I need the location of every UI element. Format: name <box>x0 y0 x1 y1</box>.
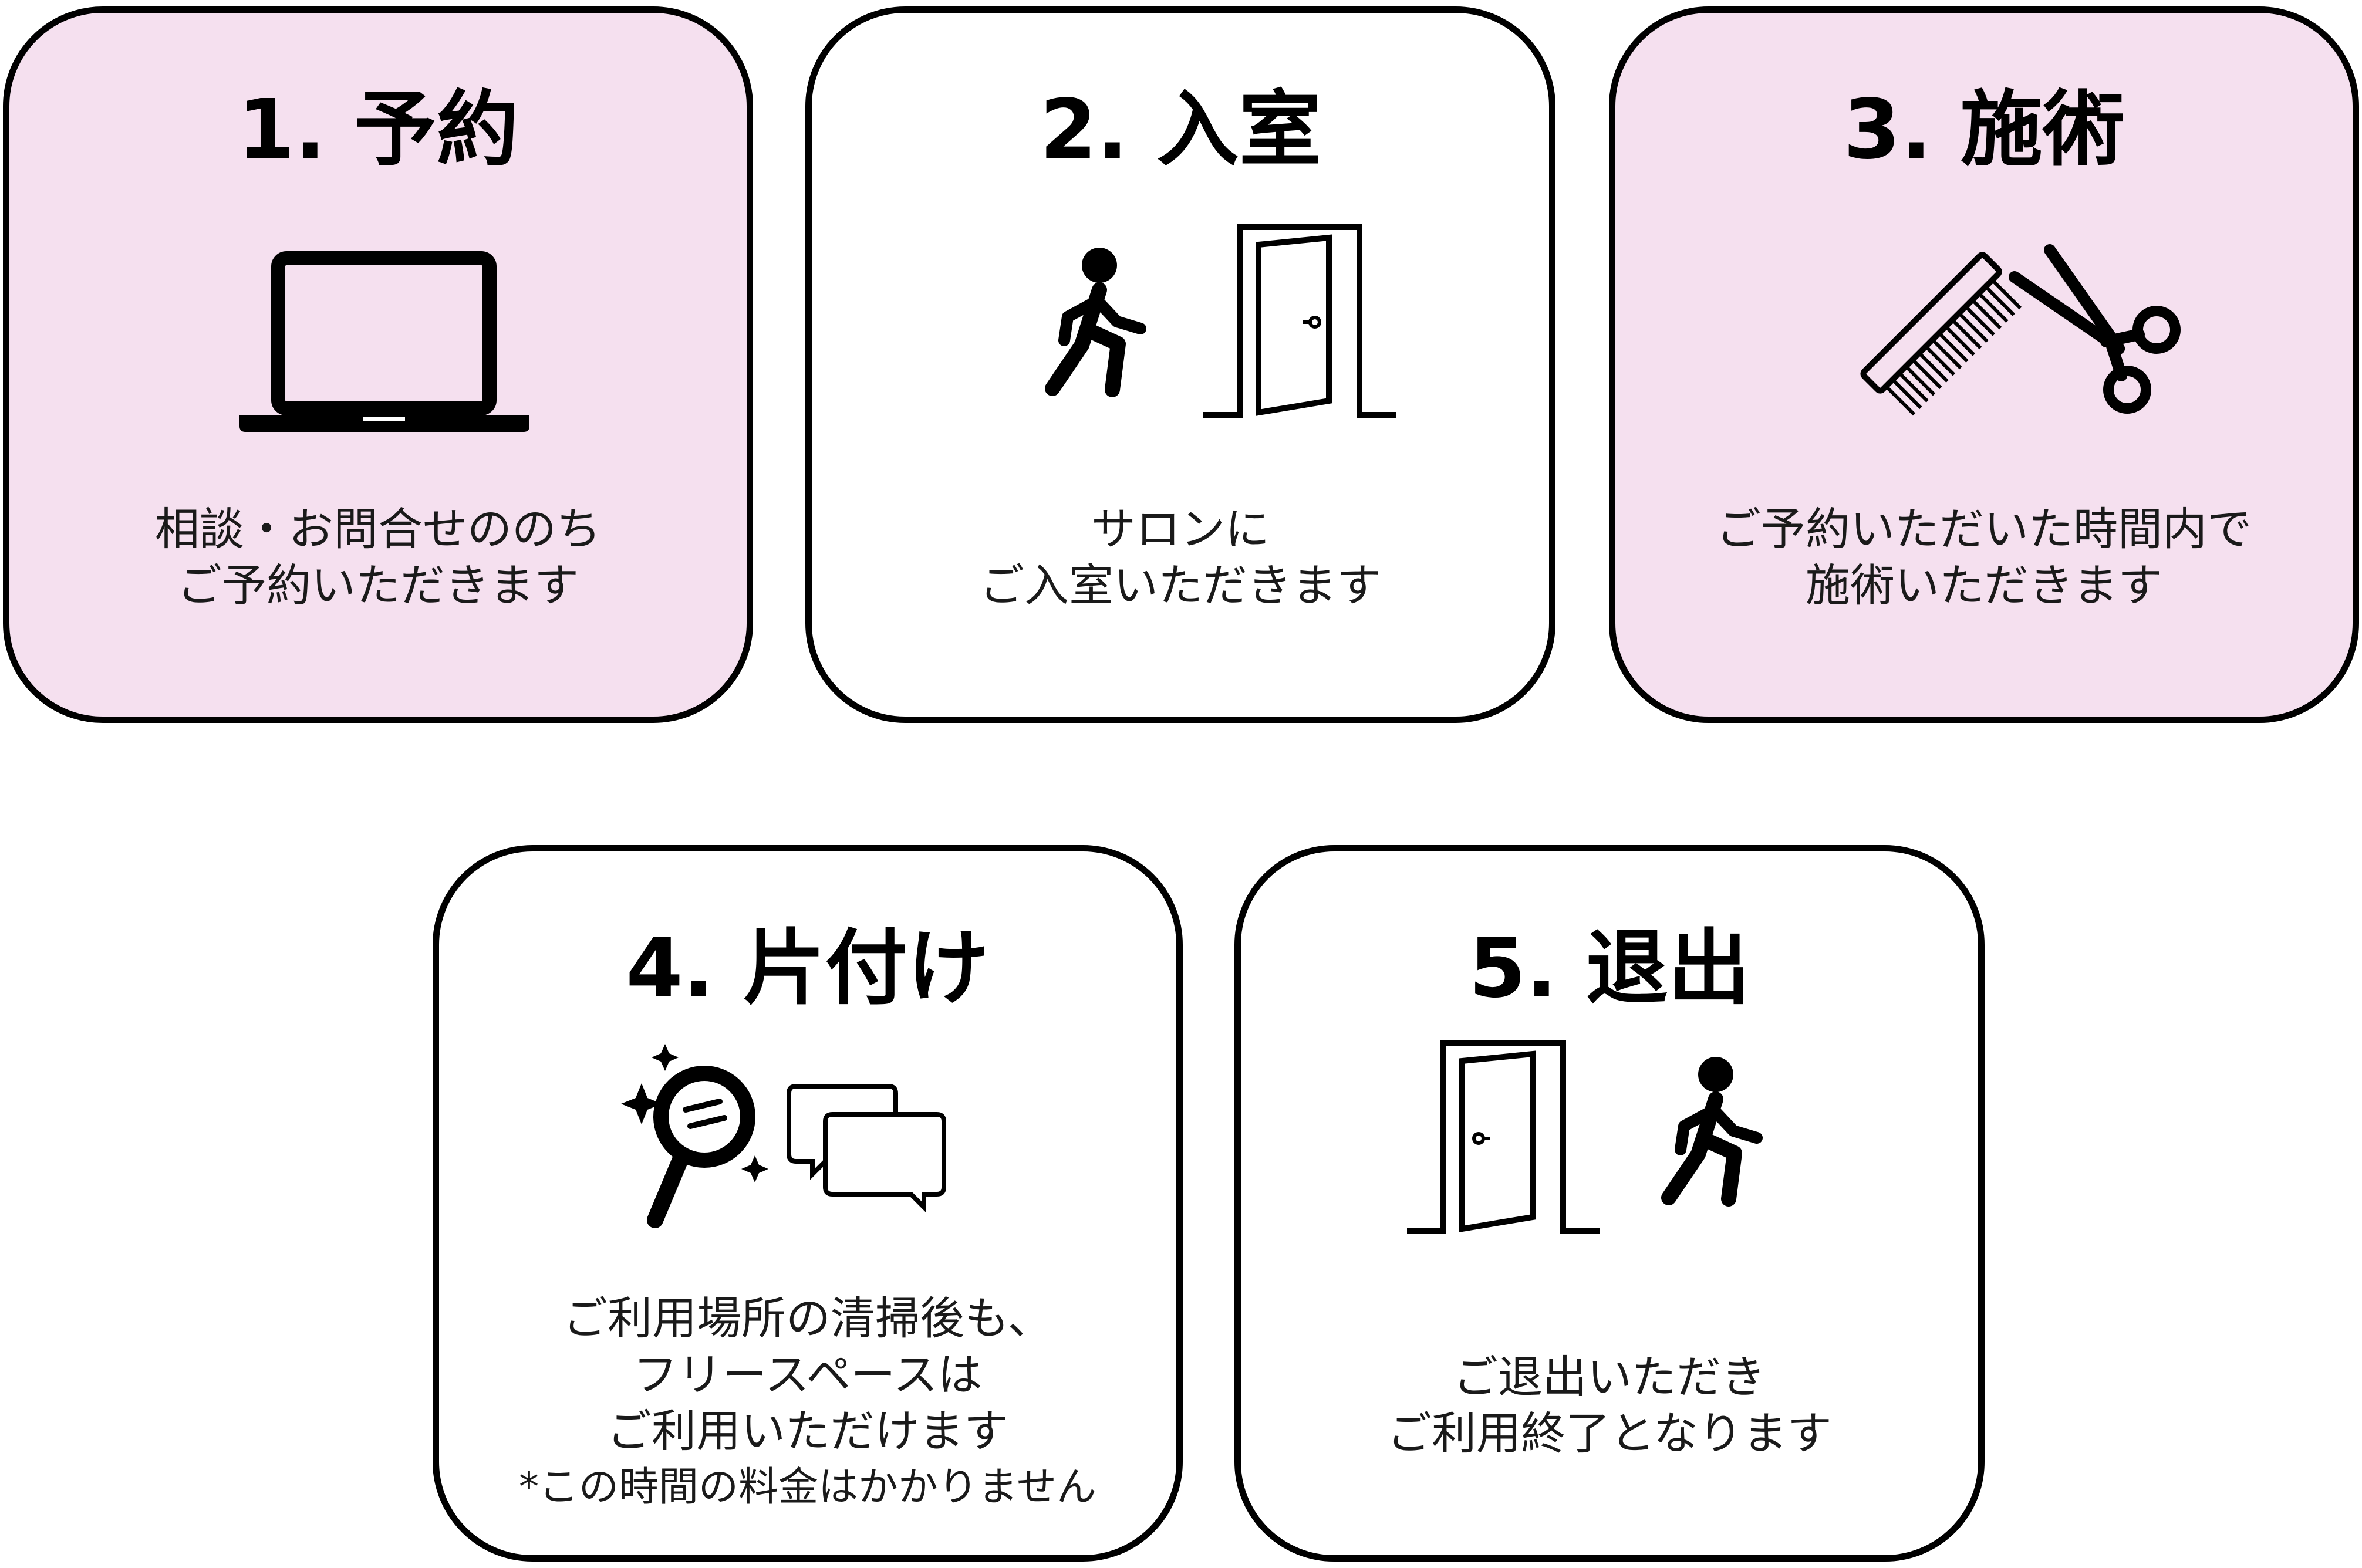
step-card-entry: 2. 入室 サロンに ご入室いただきます <box>805 6 1555 723</box>
description-line: ご退出いただき <box>1453 1351 1766 1403</box>
step-card-treatment: 3. 施術 <box>1609 6 2359 723</box>
step-card-exit: 5. 退出 ご退出いただき ご利用終了となります <box>1234 845 1985 1562</box>
laptop-icon <box>239 251 529 432</box>
description-line: ご利用いただけます <box>607 1405 1008 1457</box>
step-icons <box>621 1044 946 1228</box>
step-title: 4. 片付け <box>626 921 990 1016</box>
step-description: ご予約いただいた時間内で 施術いただきます <box>1615 501 2353 614</box>
step-description: サロンに ご入室いただきます <box>812 501 1549 614</box>
step-card-cleanup: 4. 片付け ご利用場所の清掃後も、 フリースペースは ご利用いただけます *こ… <box>433 845 1183 1562</box>
step-title: 2. 入室 <box>1040 82 1321 178</box>
description-line: フリースペースは <box>633 1349 983 1401</box>
comb-icon <box>1860 252 2022 416</box>
description-line: ご利用場所の清掃後も、 <box>563 1292 1052 1344</box>
open-door-icon <box>1203 224 1396 418</box>
step-icons <box>1860 244 2181 416</box>
description-line: ご予約いただいた時間内で <box>1716 503 2252 555</box>
step-description: ご利用場所の清掃後も、 フリースペースは ご利用いただけます *この時間の料金は… <box>439 1290 1176 1516</box>
step-description: 相談・お問合せののち ご予約いただきます <box>9 501 747 614</box>
description-line: *この時間の料金はかかりません <box>519 1464 1096 1510</box>
walking-person-icon <box>1661 1057 1763 1207</box>
open-door-icon <box>1407 1040 1600 1234</box>
description-line: 相談・お問合せののち <box>155 503 601 555</box>
description-line: ご利用終了となります <box>1387 1407 1832 1459</box>
step-icons <box>1045 224 1396 418</box>
step-title: 5. 退出 <box>1469 921 1750 1016</box>
step-title: 3. 施術 <box>1843 82 2125 178</box>
description-line: ご入室いただきます <box>980 559 1381 611</box>
cleaning-magnifier-icon <box>621 1044 768 1228</box>
step-description: ご退出いただき ご利用終了となります <box>1241 1349 1978 1462</box>
chat-bubbles-icon <box>787 1084 946 1213</box>
walking-person-icon <box>1045 248 1146 397</box>
scissors-icon <box>2009 244 2181 414</box>
step-icons <box>239 251 529 432</box>
description-line: ご予約いただきます <box>177 559 579 611</box>
step-icons <box>1407 1040 1763 1234</box>
description-line: サロンに <box>1091 503 1270 555</box>
step-card-reservation: 1. 予約 相談・お問合せののち ご予約いただきます <box>3 6 753 723</box>
step-title: 1. 予約 <box>237 82 519 178</box>
description-line: 施術いただきます <box>1806 559 2162 611</box>
